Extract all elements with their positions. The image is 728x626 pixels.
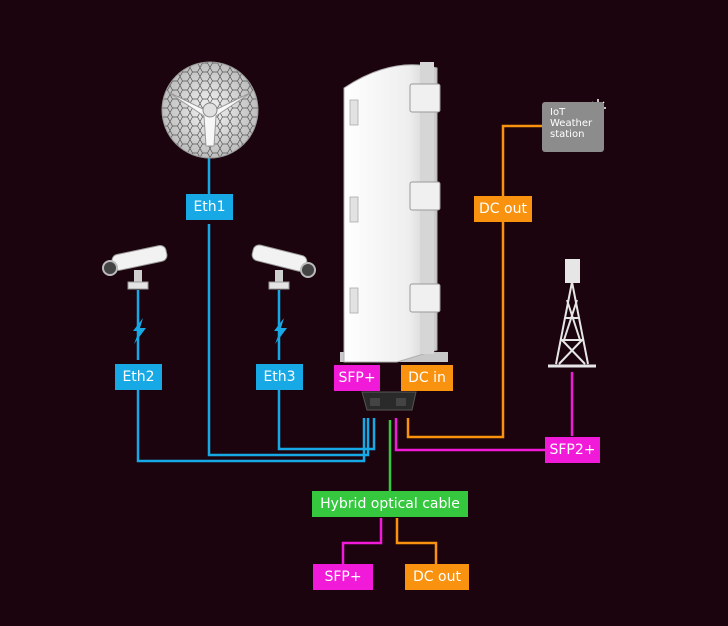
eth2-label: Eth2	[115, 364, 162, 390]
sfp-bottom-wire	[341, 518, 383, 564]
eth3-label: Eth3	[256, 364, 303, 390]
dc-in-wire	[406, 222, 505, 439]
cell-tower-icon	[548, 259, 596, 368]
ethernet-wires	[136, 158, 376, 463]
hybrid-optical-cable-label: Hybrid optical cable	[312, 491, 468, 517]
iot-line-3: station	[550, 129, 585, 140]
lightning-icon	[133, 318, 146, 344]
dc-out-bottom-label: DC out	[405, 564, 469, 590]
iot-line-1: IoT	[550, 107, 566, 118]
dc-out-label: DC out	[474, 196, 532, 222]
sfp-plus-label: SFP+	[334, 365, 380, 391]
dc-out-bottom-wire	[395, 518, 438, 564]
eth1-label: Eth1	[186, 194, 233, 220]
router-enclosure-icon	[340, 62, 448, 411]
sfp-plus-bottom-label: SFP+	[313, 564, 373, 590]
security-camera-icon	[102, 244, 168, 290]
iot-weather-station-box: IoT Weather station	[542, 102, 604, 152]
security-camera-icon	[251, 244, 316, 290]
eth3-wire	[277, 388, 376, 451]
iot-line-2: Weather	[550, 118, 593, 129]
dc-wires	[395, 124, 542, 564]
eth2-wire	[136, 388, 366, 463]
lightning-icon	[274, 318, 287, 344]
dc-in-label: DC in	[401, 365, 453, 391]
dc-out-wire	[501, 124, 542, 196]
sfp-wires	[341, 372, 574, 564]
eth1-wire	[207, 224, 370, 457]
sfp2-wire	[394, 418, 545, 452]
dish-antenna-icon	[161, 61, 259, 159]
sfp2-plus-label: SFP2+	[545, 437, 600, 463]
